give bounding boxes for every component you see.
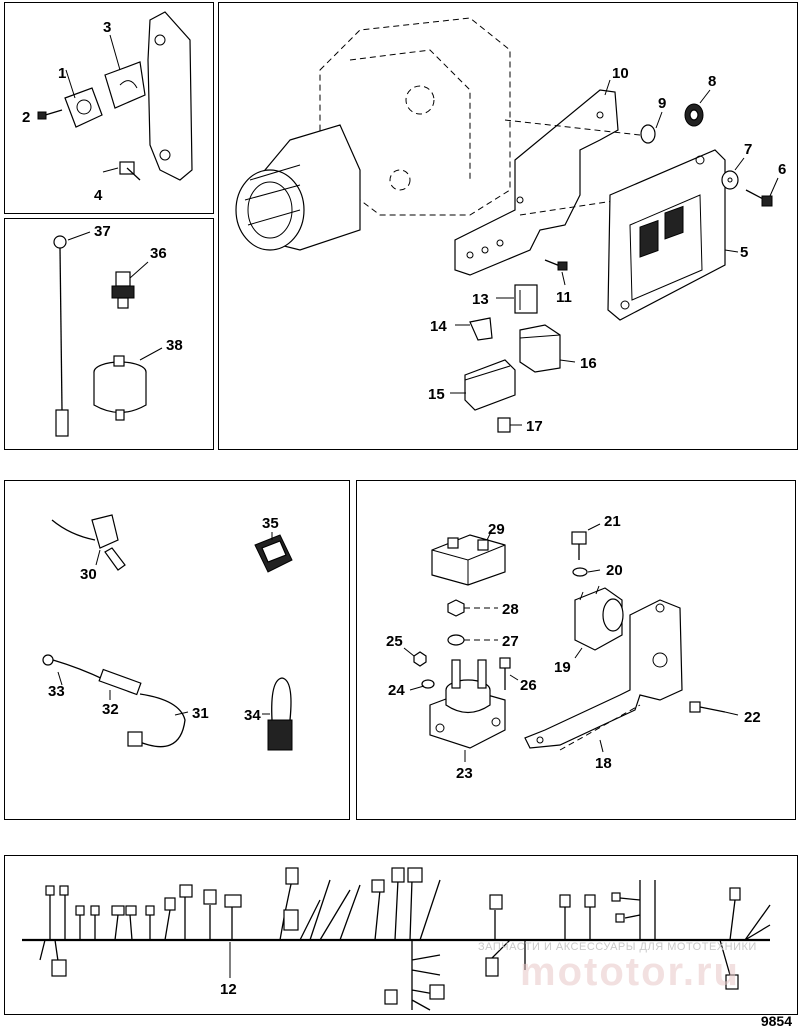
part-connector-35 (254, 534, 293, 573)
callout-20: 20 (606, 562, 623, 579)
callout-26: 26 (520, 677, 537, 694)
callout-8: 8 (708, 73, 716, 90)
callout-15: 15 (428, 386, 445, 403)
callout-28: 28 (502, 601, 519, 618)
callout-32: 32 (102, 701, 119, 718)
part-washer-20 (572, 567, 588, 577)
callout-30: 30 (80, 566, 97, 583)
callout-2: 2 (22, 109, 30, 126)
callout-33: 33 (48, 683, 65, 700)
callout-29: 29 (488, 521, 505, 538)
callout-11: 11 (556, 289, 572, 306)
panel-harness-parts (4, 480, 350, 820)
part-sensor-30 (51, 514, 126, 571)
part-washer-27 (447, 634, 465, 646)
part-bracket-3 (104, 11, 193, 181)
callout-22: 22 (744, 709, 761, 726)
part-sender-38 (93, 355, 147, 421)
callout-13: 13 (472, 291, 489, 308)
part-ecm-bracket-10 (454, 89, 619, 276)
callout-19: 19 (554, 659, 571, 676)
callout-18: 18 (595, 755, 612, 772)
callout-5: 5 (740, 244, 748, 261)
callout-6: 6 (778, 161, 786, 178)
part-ecm-5 (607, 149, 726, 321)
part-washer-7 (721, 170, 739, 190)
callout-10: 10 (612, 65, 629, 82)
part-screw-26 (499, 657, 511, 690)
part-fuse-17 (497, 417, 511, 433)
callout-31: 31 (192, 705, 209, 722)
callout-14: 14 (430, 318, 447, 335)
callout-16: 16 (580, 355, 597, 372)
part-screw-11 (544, 259, 568, 271)
callout-1: 1 (58, 65, 66, 82)
callout-36: 36 (150, 245, 167, 262)
part-clip-14 (469, 317, 493, 341)
part-nut-25 (413, 651, 427, 667)
part-bolt-21 (571, 531, 587, 560)
callout-3: 3 (103, 19, 111, 36)
part-screw-2 (37, 109, 63, 120)
callout-35: 35 (262, 515, 279, 532)
part-screw-6 (745, 189, 773, 207)
figure-number: 9854 (760, 1013, 792, 1029)
part-washer-24 (421, 679, 435, 689)
callout-34: 34 (244, 707, 261, 724)
callout-12: 12 (220, 981, 237, 998)
callout-4: 4 (94, 187, 103, 204)
callout-38: 38 (166, 337, 183, 354)
callout-7: 7 (744, 141, 752, 158)
callout-17: 17 (526, 418, 543, 435)
part-grommet-8 (684, 103, 704, 127)
part-clip-13 (514, 284, 538, 314)
part-solenoid-23 (429, 659, 506, 749)
callout-37: 37 (94, 223, 111, 240)
part-bracket-18 (524, 599, 683, 749)
callout-27: 27 (502, 633, 519, 650)
callout-25: 25 (386, 633, 403, 650)
callout-23: 23 (456, 765, 473, 782)
part-bolt-4 (119, 161, 141, 181)
part-plate-1 (64, 87, 103, 128)
part-sender-lead-37 (53, 235, 69, 437)
part-lead-33-32-31 (42, 654, 186, 748)
callout-24: 24 (388, 682, 405, 699)
part-cover-29 (431, 534, 506, 586)
part-screw-22 (689, 701, 726, 713)
part-fuse-cover-15 (464, 359, 516, 411)
callout-21: 21 (604, 513, 621, 530)
callout-9: 9 (658, 95, 666, 112)
part-drive-housing (235, 17, 511, 251)
part-relay-16 (519, 324, 561, 373)
part-nut-28 (447, 599, 465, 617)
part-solenoid-19 (574, 585, 624, 651)
watermark-logo: mototor.ru (520, 950, 740, 994)
part-wiring-harness-12 (22, 867, 771, 1011)
part-grommet-9 (640, 124, 656, 144)
watermark-text: ЗАПЧАСТИ И АКСЕССУАРЫ ДЛЯ МОТОТЕХНИКИ (478, 941, 757, 953)
part-jumper-34 (267, 677, 293, 751)
part-pressure-switch-36 (111, 271, 135, 309)
